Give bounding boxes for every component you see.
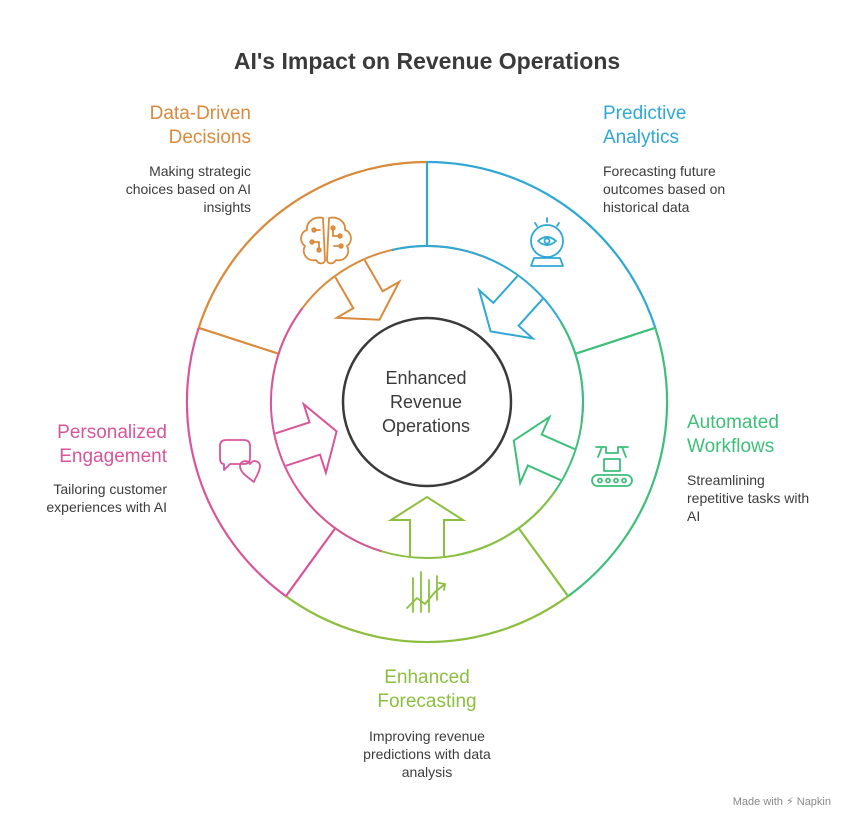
center-circle [341,316,513,488]
made-with-napkin-footer: Made with ⚡ Napkin [733,795,831,808]
desc-predictive: Forecasting future outcomes based on his… [603,162,803,216]
desc-line: choices based on AI [125,181,251,197]
arrow-body-data-driven [348,245,494,268]
heading-line: Automated [687,412,779,433]
heading-predictive: Predictive Analytics [603,102,803,150]
ring-divider [574,326,656,356]
arrow-body-automated [559,321,584,466]
desc-automated: Streamlining repetitive tasks with AI [687,471,847,525]
heading-automated: Automated Workflows [687,411,847,459]
desc-data-driven: Making strategic choices based on AI ins… [60,162,251,216]
desc-line: Streamlining [687,472,765,488]
desc-line: Making strategic [149,163,251,179]
footer-brand: Napkin [796,796,831,808]
ring-arc-predictive [426,160,657,329]
desc-line: AI [687,508,701,524]
desc-line: insights [203,199,251,215]
crystal-ball-eye-icon [530,217,564,267]
center-label-line: Operations [381,416,471,436]
center-label-line: Revenue [389,392,463,412]
ring-divider [285,526,337,597]
desc-line: experiences with AI [46,499,167,515]
outer-ring [185,160,669,644]
desc-forecasting: Improving revenue predictions with data … [327,727,527,781]
ring-arc-personalized [185,327,287,598]
arrow-head-data-driven [333,259,402,321]
ring-divider [198,326,280,356]
arrow-body-forecasting [298,490,428,559]
desc-line: predictions with data [363,746,491,762]
arrow-body-forecasting [426,490,556,559]
arrow-head-automated [512,414,576,487]
brain-circuit-icon [300,216,352,265]
arrow-body-personalized [277,449,382,553]
desc-personalized: Tailoring customer experiences with AI [20,480,167,516]
desc-line: outcomes based on [603,181,726,197]
heading-data-driven: Data-Driven Decisions [60,102,251,150]
heading-line: Engagement [59,446,167,467]
arrow-body-data-driven [270,266,350,389]
heading-line: Predictive [603,103,687,124]
footer-made-with: Made with [732,796,783,808]
heading-line: Analytics [603,127,680,148]
arrow-head-forecasting [387,495,467,556]
ring-arc-forecasting [285,595,569,644]
center-label-line: Enhanced [385,368,467,388]
arrow-head-personalized [274,401,338,477]
arrow-body-automated [456,465,571,557]
desc-line: Improving revenue [369,728,485,744]
heading-personalized: Personalized Engagement [20,421,167,469]
heading-line: Forecasting [377,691,477,712]
desc-line: Forecasting future [603,163,716,179]
desc-line: Tailoring customer [53,481,167,497]
heading-line: Enhanced [384,667,470,688]
heading-line: Data-Driven [149,103,251,124]
heading-line: Workflows [687,436,775,457]
ring-arc-data-driven [197,160,428,329]
arrow-body-personalized [269,307,304,451]
chat-heart-icon [219,439,261,483]
ring-arc-automated [567,327,669,598]
desc-line: repetitive tasks with [687,490,810,506]
segment-icons [219,216,633,613]
trend-chart-icon [406,571,446,613]
desc-line: analysis [401,764,453,780]
arrow-ring [269,245,584,559]
ring-divider [517,526,569,597]
arrow-body-predictive [391,245,533,287]
desc-line: historical data [603,199,690,215]
heading-line: Personalized [57,422,167,443]
napkin-logo-icon: ⚡ [785,796,794,808]
heading-forecasting: Enhanced Forecasting [327,666,527,714]
heading-line: Decisions [168,127,251,148]
arrow-head-predictive [477,275,544,340]
robot-arm-conveyor-icon [591,446,633,487]
diagram-title: AI's Impact on Revenue Operations [233,48,621,74]
